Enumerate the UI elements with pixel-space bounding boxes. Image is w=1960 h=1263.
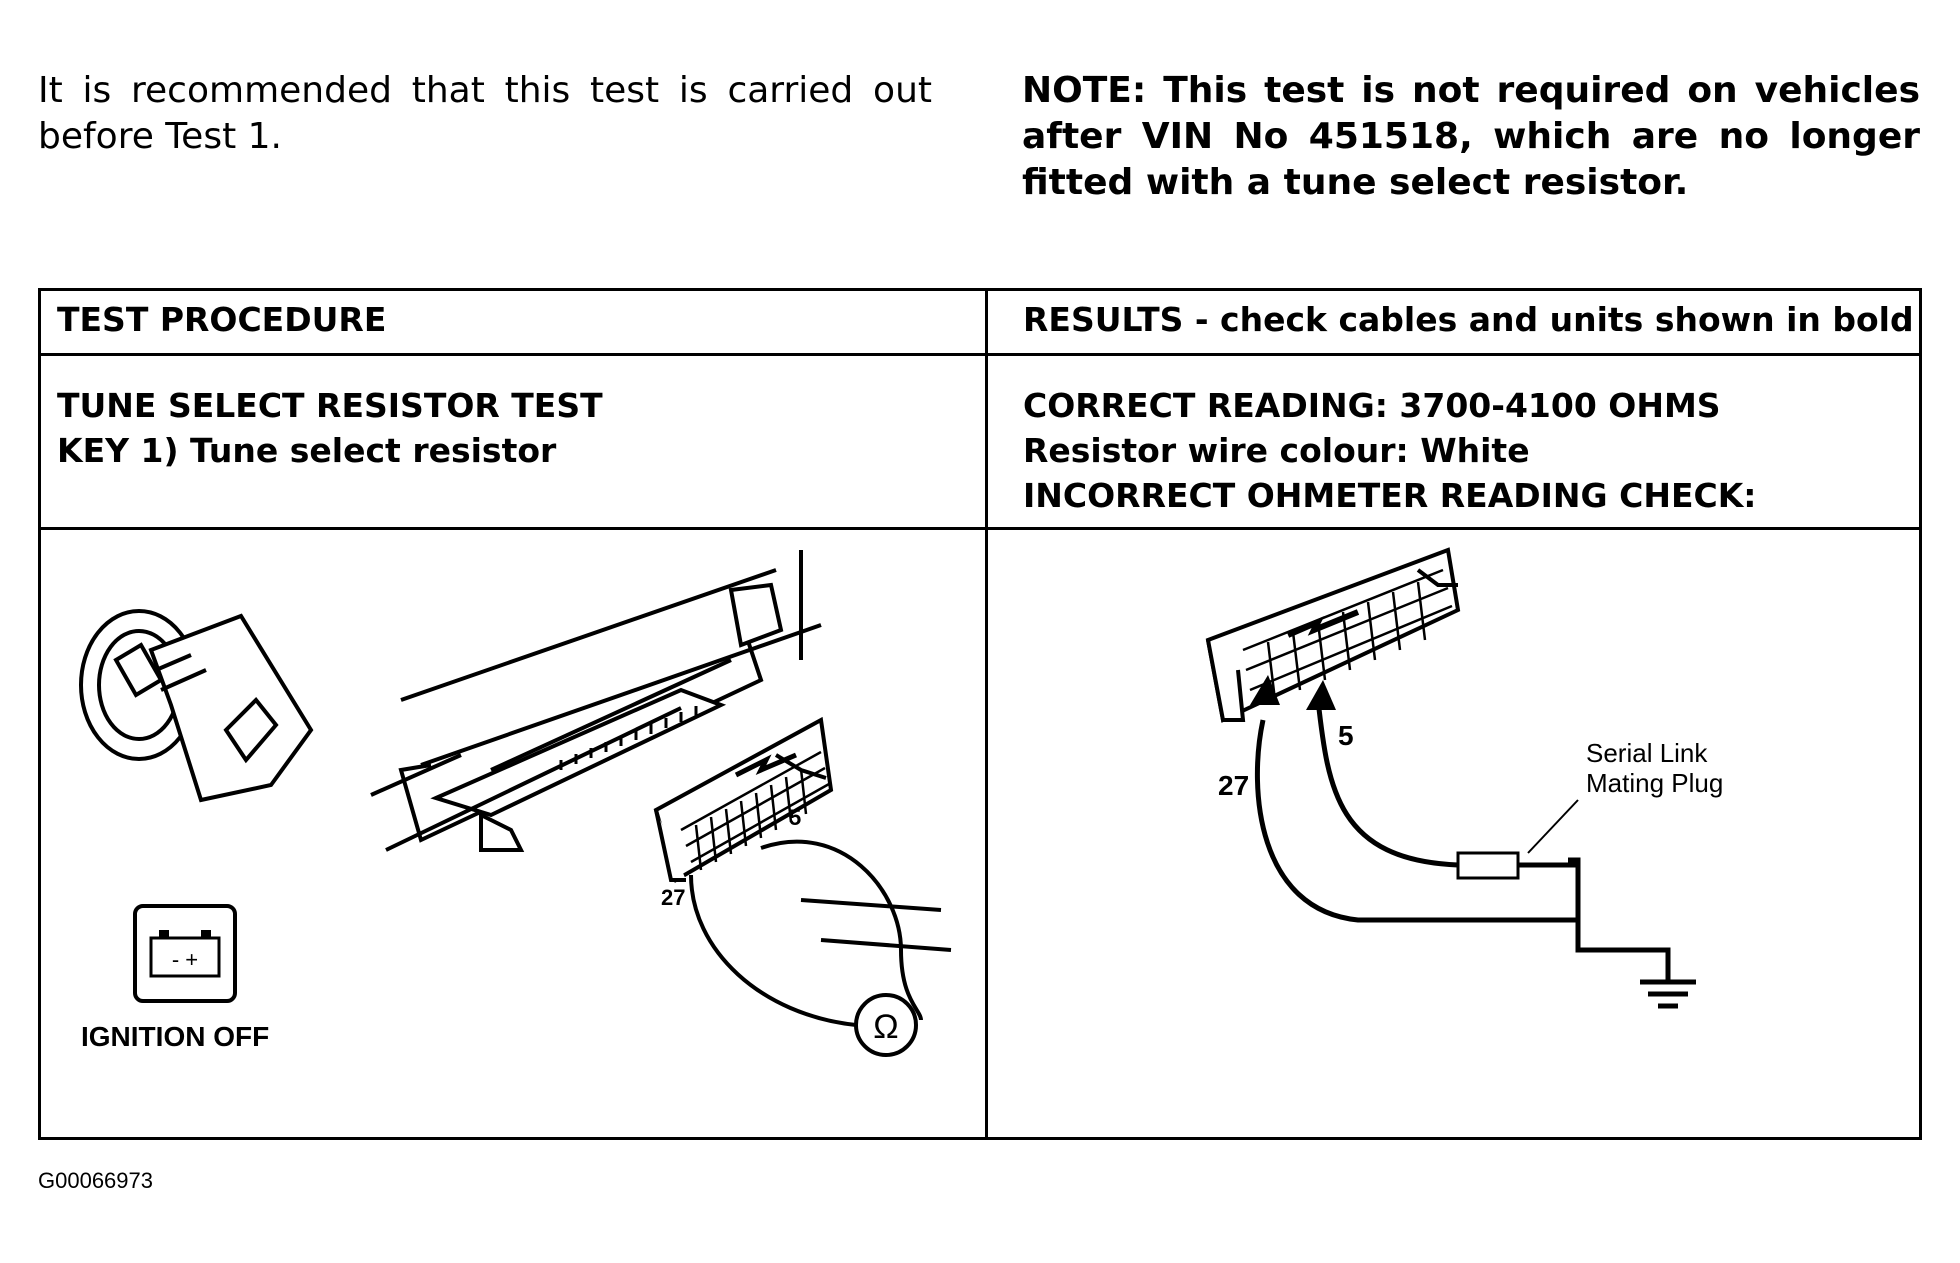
ohmmeter-leads (689, 839, 952, 1027)
ignition-key-icon (79, 609, 314, 803)
note-text: NOTE: This test is not required on vehic… (1022, 70, 1920, 203)
label-leader-line (1527, 799, 1579, 854)
table-row-divider (41, 527, 1919, 530)
test-table: TEST PROCEDURE RESULTS - check cables an… (38, 288, 1922, 1140)
plug-label-line1: Serial Link (1586, 738, 1708, 768)
header-results: RESULTS - check cables and units shown i… (1023, 300, 1914, 339)
pin-label-5: 5 (1338, 720, 1354, 751)
results-illustration: 5 27 Serial Link Mating Plug (1205, 547, 1723, 1009)
ground-icon (1640, 979, 1696, 1009)
resistor-wire-colour: Resistor wire colour: White (1023, 431, 1530, 470)
table-row-divider (41, 353, 1919, 356)
table-column-divider (985, 291, 988, 1137)
arrow-up-icon (1250, 675, 1336, 710)
ohm-meter-icon: Ω (854, 993, 918, 1057)
ecu-connector-icon (370, 550, 822, 852)
mating-plug-icon (1456, 851, 1520, 880)
pin-label-5: 5 (789, 805, 801, 830)
pin-label-27: 27 (1218, 770, 1249, 801)
procedure-key: KEY 1) Tune select resistor (57, 431, 557, 470)
plug-label-line2: Mating Plug (1586, 768, 1723, 798)
procedure-illustration: - + IGNITION OFF 5 27 (79, 550, 952, 1057)
svg-text:Ω: Ω (873, 1008, 898, 1046)
svg-text:- +: - + (172, 947, 198, 972)
connector-grid (680, 750, 830, 871)
battery-icon: - + (133, 904, 237, 1003)
wiring (1254, 699, 1671, 980)
connector-pin-grid (1242, 568, 1453, 701)
incorrect-reading-check: INCORRECT OHMETER READING CHECK: (1023, 476, 1757, 515)
pin-label-27: 27 (661, 885, 685, 910)
intro-text: It is recommended that this test is carr… (38, 70, 932, 157)
ignition-off-label: IGNITION OFF (81, 1021, 269, 1052)
header-test-procedure: TEST PROCEDURE (57, 300, 387, 339)
figure-id: G00066973 (38, 1168, 153, 1193)
connector-pins (559, 706, 698, 770)
correct-reading: CORRECT READING: 3700-4100 OHMS (1023, 386, 1721, 425)
procedure-title: TUNE SELECT RESISTOR TEST (57, 386, 603, 425)
